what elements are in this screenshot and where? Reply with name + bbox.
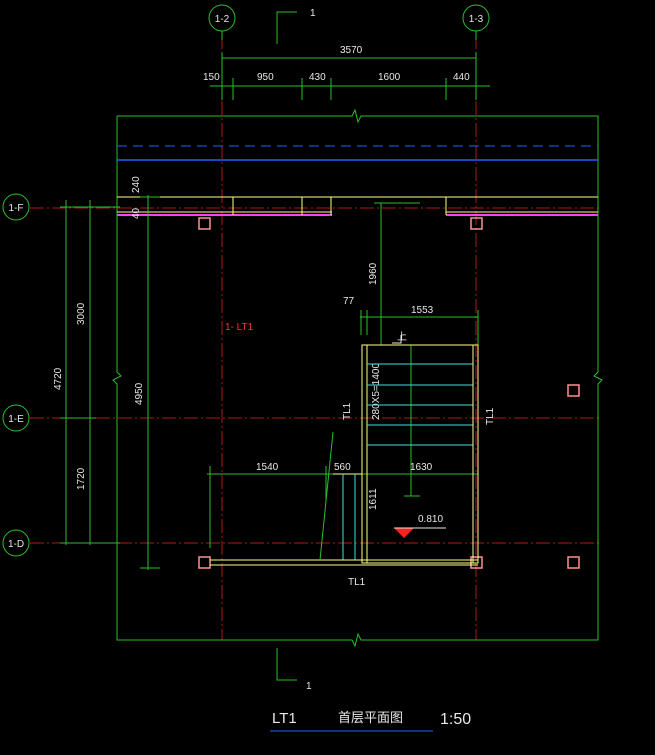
wall-1-F <box>117 196 598 216</box>
stair-flight <box>210 344 479 566</box>
title-scale: 1:50 <box>440 711 471 728</box>
section-mark-bottom-label: 1 <box>306 681 312 692</box>
dim-steps: 280X5=1400 <box>371 363 382 420</box>
axis-label-1-2: 1-2 <box>215 14 230 25</box>
dim-1553: 1553 <box>411 305 434 316</box>
break-frame <box>112 108 603 648</box>
axis-bubble-1-3: 1-3 <box>462 4 490 40</box>
dim-240: 240 <box>131 176 142 193</box>
stair-tag: 1- LT1 <box>225 322 254 333</box>
dim-77: 77 <box>343 296 355 307</box>
dim-1720: 1720 <box>76 467 87 490</box>
dim-3000: 3000 <box>76 302 87 325</box>
dim-1540: 1540 <box>256 462 279 473</box>
dim-chain-left <box>60 195 160 570</box>
axis-label-1-F: 1-F <box>9 203 24 214</box>
up-arrow-label: 上 <box>397 331 407 343</box>
dim-150: 150 <box>203 72 220 83</box>
section-mark-top <box>276 11 297 44</box>
dim-3570: 3570 <box>340 45 363 56</box>
title-name: 首层平面图 <box>338 710 403 725</box>
dim-440: 440 <box>453 72 470 83</box>
axis-bubble-1-D: 1-D <box>2 529 30 557</box>
dim-950: 950 <box>257 72 274 83</box>
section-mark-bottom <box>276 648 297 681</box>
axis-label-1-3: 1-3 <box>469 14 484 25</box>
dim-1630: 1630 <box>410 462 433 473</box>
dim-560: 560 <box>334 462 351 473</box>
tl1-left: TL1 <box>342 402 353 420</box>
beam-lines <box>117 145 598 161</box>
dim-430: 430 <box>309 72 326 83</box>
tl1-right: TL1 <box>485 407 496 425</box>
axis-label-1-D: 1-D <box>8 539 24 550</box>
section-mark-top-label: 1 <box>310 8 316 19</box>
dim-1611: 1611 <box>368 488 379 510</box>
axis-bubble-1-E: 1-E <box>2 404 30 432</box>
title-code: LT1 <box>272 710 297 727</box>
dim-4950: 4950 <box>134 382 145 405</box>
dim-40: 40 <box>131 207 142 219</box>
dim-4720: 4720 <box>53 367 64 390</box>
dim-1960: 1960 <box>368 262 379 285</box>
axis-bubble-1-2: 1-2 <box>208 4 236 40</box>
axis-label-1-E: 1-E <box>8 414 24 425</box>
elevation-value: 0.810 <box>418 514 443 525</box>
elevation-mark <box>394 527 446 538</box>
up-arrow-icon <box>392 335 402 344</box>
dim-1600: 1600 <box>378 72 401 83</box>
columns <box>198 217 580 569</box>
tl1-bottom: TL1 <box>348 577 366 588</box>
axis-lines <box>30 35 600 640</box>
dim-chain-top <box>210 52 490 100</box>
axis-bubble-1-F: 1-F <box>2 193 30 221</box>
